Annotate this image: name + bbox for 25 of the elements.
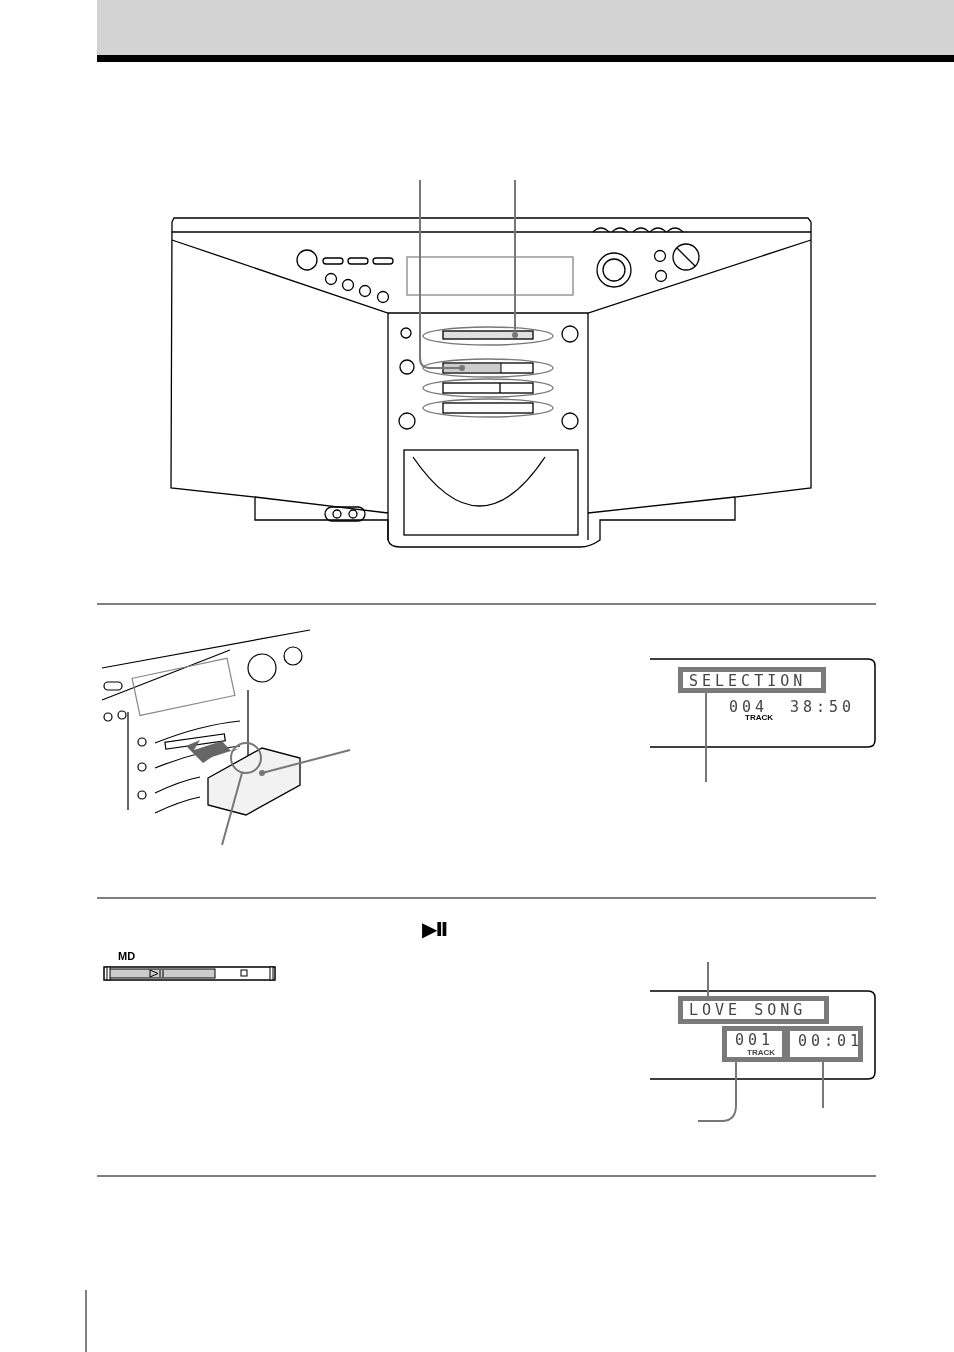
leader-line bbox=[419, 179, 465, 371]
button-symbol: ▶II bbox=[422, 917, 447, 941]
display-box bbox=[785, 1026, 863, 1062]
minidisc bbox=[207, 747, 301, 816]
leader-line bbox=[705, 691, 707, 783]
leader-line bbox=[697, 1061, 737, 1122]
leader-line bbox=[822, 1061, 824, 1109]
section-label: MD bbox=[118, 950, 136, 962]
leader-line bbox=[221, 772, 243, 846]
leader-line bbox=[512, 179, 518, 338]
display-text: 00:01 bbox=[798, 1032, 864, 1050]
display-text: 001 bbox=[735, 1031, 775, 1049]
leader-line bbox=[259, 749, 351, 776]
display-text: 38:50 bbox=[790, 698, 856, 716]
display-caption: TRACK bbox=[747, 1048, 775, 1057]
display-box bbox=[722, 1026, 787, 1062]
leader-line bbox=[707, 961, 709, 997]
display-text: LOVE SONG bbox=[689, 1001, 807, 1019]
display-text: SELECTION bbox=[689, 672, 807, 690]
highlight-circle bbox=[230, 742, 262, 774]
display-text: 004 bbox=[729, 698, 769, 716]
display-box bbox=[678, 996, 829, 1024]
disc-slot bbox=[442, 330, 534, 340]
display-box bbox=[678, 667, 826, 693]
display-caption: TRACK bbox=[745, 713, 773, 722]
